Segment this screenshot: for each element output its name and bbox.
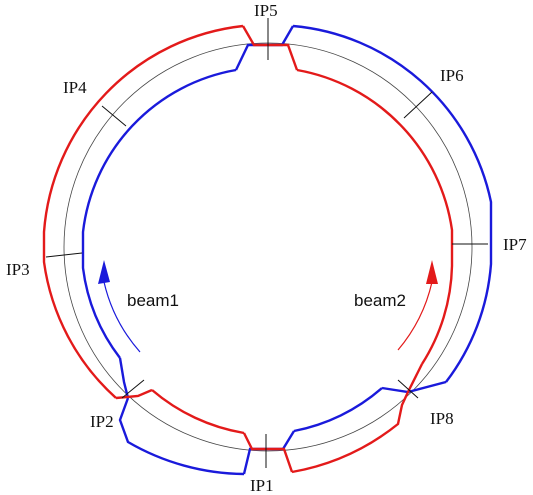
beam1-label: beam1 — [127, 291, 179, 310]
ip3-tick — [45, 252, 83, 258]
beam1-ip2-crossing — [118, 357, 130, 399]
beam2-ip1-crossing — [242, 432, 294, 473]
beam1-inner-arc-left — [81, 68, 237, 359]
beam2-inner-arc-lower-left — [151, 389, 245, 435]
beam2-direction-arrow — [397, 281, 433, 351]
ip7-label: IP7 — [503, 235, 527, 254]
beam2-ip2-crossing — [115, 388, 153, 400]
beam1-arrowhead — [98, 260, 110, 284]
beam2-arrowhead — [426, 260, 438, 284]
beam1-ip1-crossing — [242, 430, 296, 475]
ip3-label: IP3 — [6, 260, 30, 279]
ip5-label: IP5 — [254, 1, 278, 20]
beam2-inner-arc-right — [296, 68, 454, 365]
beam2-ip5-crossing — [241, 25, 299, 71]
ip8-label: IP8 — [430, 409, 454, 428]
beam2-label: beam2 — [354, 291, 406, 310]
beam1-outer-arc-lower-left — [118, 397, 245, 476]
ip6-label: IP6 — [440, 66, 464, 85]
ip2-tick — [121, 379, 145, 399]
beam2-ip8-crossing — [406, 363, 424, 393]
ip2-label: IP2 — [90, 412, 114, 431]
beam1-ip8-crossing — [381, 380, 447, 394]
beam1-direction-arrow — [103, 281, 141, 353]
beam1-ip5-crossing — [234, 25, 295, 71]
ip6-tick — [403, 91, 433, 119]
ip4-tick — [101, 105, 127, 127]
beam1-outer-arc — [292, 24, 493, 383]
beam2-outer-arc-lower-right — [291, 391, 410, 474]
ip4-label: IP4 — [63, 78, 87, 97]
beam2-outer-arc-left — [42, 24, 244, 399]
ip8-tick — [397, 379, 419, 399]
ip1-label: IP1 — [250, 476, 274, 495]
beam1-inner-arc-lower-right — [293, 387, 383, 433]
